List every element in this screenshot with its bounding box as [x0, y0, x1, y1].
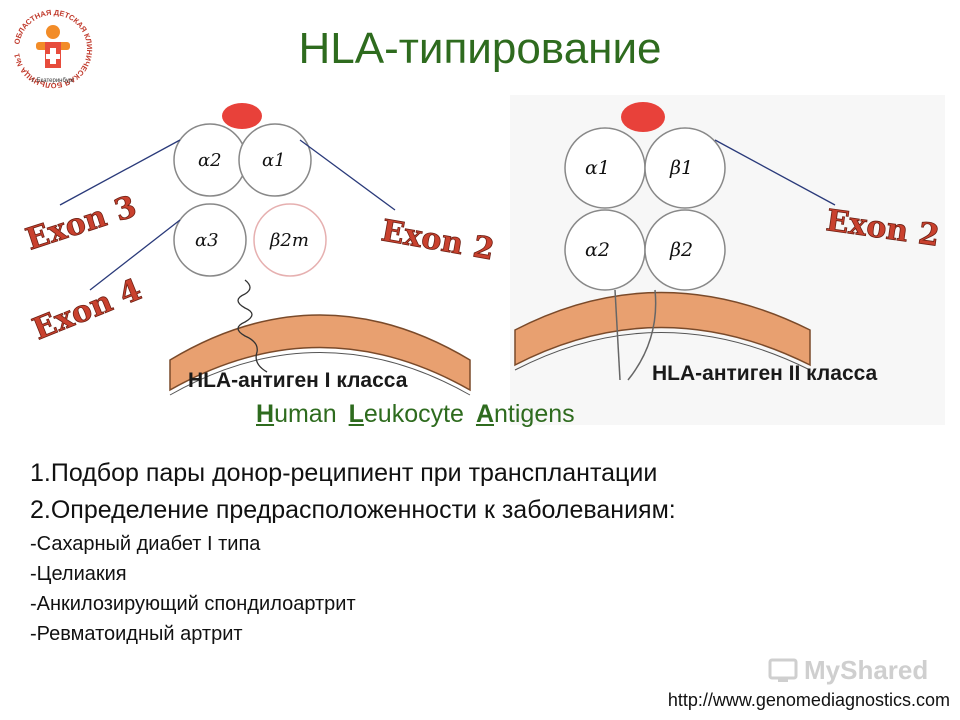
- hla-word-antigens: ntigens: [494, 400, 575, 428]
- myshared-logo-icon: [768, 658, 798, 684]
- logo-city: г. Екатеринбург: [32, 78, 75, 84]
- class1-cap: [222, 103, 262, 129]
- list-item: 2.Определение предрасположенности к забо…: [30, 492, 676, 529]
- disease-item: -Анкилозирующий спондилоартрит: [30, 589, 676, 619]
- hla-word-human: uman: [274, 400, 337, 428]
- list-item: 1.Подбор пары донор-реципиент при трансп…: [30, 455, 676, 492]
- class2-cap: [621, 102, 665, 132]
- class1-domain-b2m: β2m: [269, 230, 309, 251]
- class2-caption: HLA-антиген II класса: [652, 362, 877, 386]
- hla-expansion: Human Leukocyte Antigens: [256, 400, 575, 429]
- disease-item: -Сахарный диабет I типа: [30, 529, 676, 559]
- disease-item: -Ревматоидный артрит: [30, 619, 676, 649]
- hla-word-leukocyte: eukocyte: [364, 400, 464, 428]
- page-title: HLA-типирование: [0, 24, 960, 74]
- source-url[interactable]: http://www.genomediagnostics.com: [668, 690, 950, 711]
- disease-item: -Целиакия: [30, 559, 676, 589]
- hla-letter-l: L: [349, 400, 364, 428]
- class1-exon4-label: Exon 4: [28, 272, 147, 347]
- class1-exon2-label: Exon 2: [379, 213, 497, 267]
- class2-domain-b1: β1: [669, 157, 693, 179]
- hla-letter-h: H: [256, 400, 274, 428]
- hla-letter-a: A: [476, 400, 494, 428]
- hla-class1-molecule: α2 α1 α3 β2m Exon 3 Exon 2 Exon 4: [22, 103, 497, 395]
- class1-domain-a2: α2: [198, 150, 222, 171]
- class2-domain-a2: α2: [585, 239, 610, 261]
- applications-list: 1.Подбор пары донор-реципиент при трансп…: [30, 455, 676, 649]
- class2-domain-a1: α1: [585, 157, 610, 179]
- watermark: MyShared: [804, 655, 928, 686]
- class2-domain-b2: β2: [669, 239, 693, 261]
- class1-domain-a1: α1: [262, 150, 286, 171]
- class1-domain-a3: α3: [195, 230, 219, 251]
- class1-caption: HLA-антиген I класса: [188, 369, 407, 393]
- class1-exon3-label: Exon 3: [22, 189, 141, 257]
